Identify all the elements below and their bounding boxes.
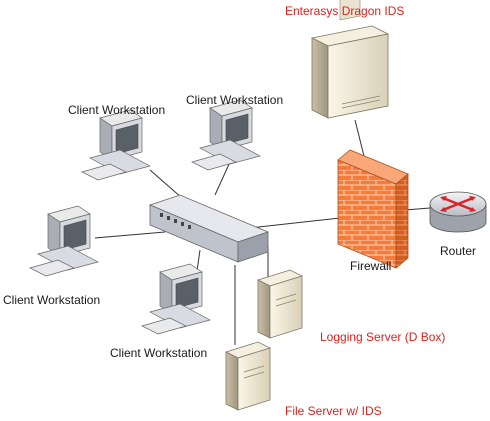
router-icon <box>429 191 487 233</box>
label-client-top-right: Client Workstation <box>186 93 284 107</box>
label-file-server: File Server w/ IDS <box>285 404 382 418</box>
label-client-bottom: Client Workstation <box>110 346 208 360</box>
firewall-icon <box>337 149 409 269</box>
workstation-icon-bottom <box>141 263 211 335</box>
workstation-icon-top-left <box>81 109 151 181</box>
ids-server-icon <box>310 0 390 119</box>
file-server-icon <box>224 341 272 411</box>
link-ids <box>354 119 366 161</box>
network-switch-icon <box>148 194 270 263</box>
label-firewall: Firewall <box>350 259 392 273</box>
label-client-top-left: Client Workstation <box>68 103 166 117</box>
logging-server-icon <box>256 269 304 339</box>
label-logging-server: Logging Server (D Box) <box>320 330 446 344</box>
workstation-icon-mid-left <box>29 205 99 277</box>
label-ids: Enterasys Dragon IDS <box>285 4 405 18</box>
link-client-mid-left <box>94 231 166 239</box>
link-firewall <box>249 217 341 229</box>
label-client-mid-left: Client Workstation <box>3 293 101 307</box>
label-router: Router <box>440 244 477 258</box>
workstation-icon-top-right <box>191 99 261 171</box>
link-router <box>404 207 431 211</box>
